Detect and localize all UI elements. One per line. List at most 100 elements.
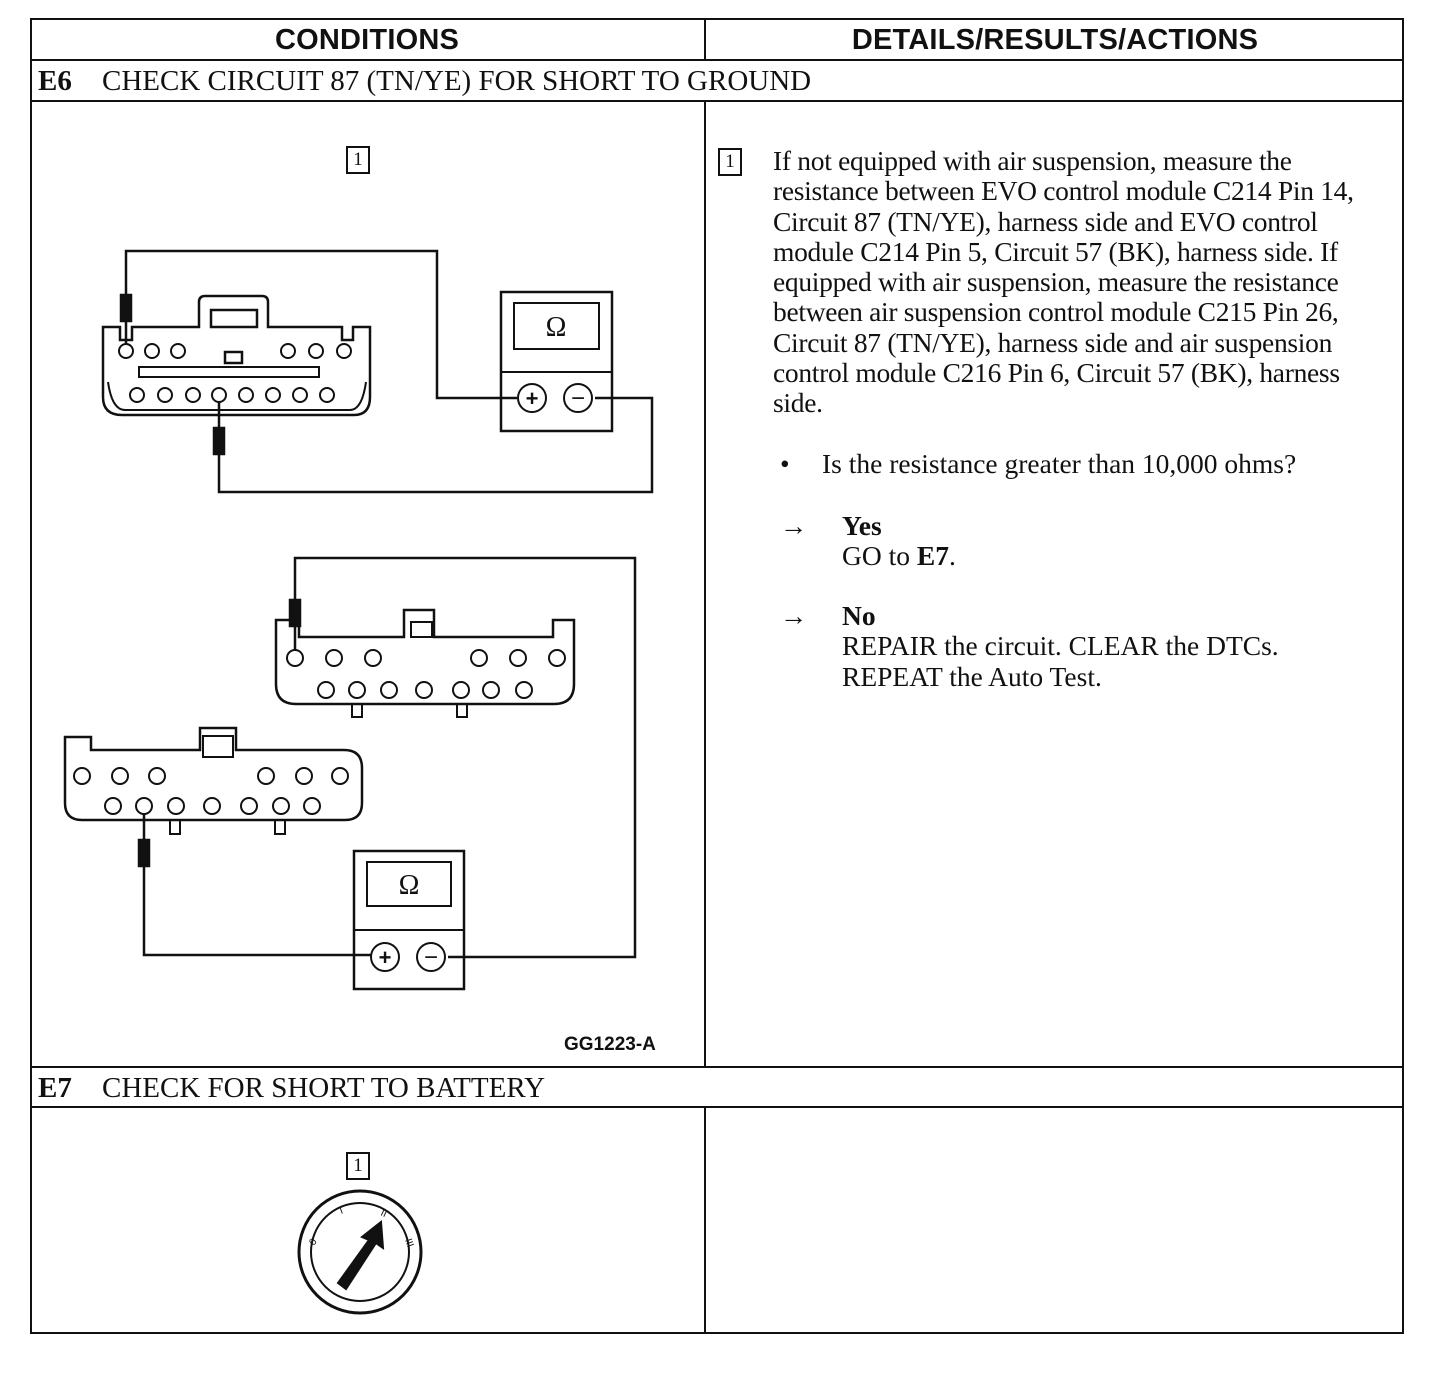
ignition-mark-start: III	[402, 1237, 415, 1249]
pin-row-top	[118, 343, 352, 359]
connector-foot	[351, 704, 468, 718]
e6-question: • Is the resistance greater than 10,000 o…	[780, 448, 1296, 480]
pin	[509, 649, 527, 667]
e6-result-yes: → Yes GO to E7.	[780, 510, 1180, 573]
e6-heading: E6 CHECK CIRCUIT 87 (TN/YE) FOR SHORT TO …	[38, 65, 811, 98]
header-divider	[30, 59, 1404, 61]
e7-step-title: CHECK FOR SHORT TO BATTERY	[102, 1072, 546, 1104]
probe-lead-negative	[142, 814, 371, 957]
pin	[280, 343, 296, 359]
pin	[325, 649, 343, 667]
pin	[348, 681, 366, 699]
pin	[317, 681, 335, 699]
pin	[104, 797, 122, 815]
pin	[129, 387, 145, 403]
minus-sign: −	[571, 385, 585, 412]
pin-row-top	[286, 649, 566, 667]
pin	[295, 767, 313, 785]
evo-connector-diagram: Ω + −	[101, 249, 654, 494]
details-header: DETAILS/RESULTS/ACTIONS	[851, 24, 1259, 56]
pin	[286, 649, 304, 667]
c215-connector	[274, 608, 576, 706]
pin	[336, 343, 352, 359]
pin	[238, 387, 254, 403]
yes-action-prefix: GO to	[842, 540, 917, 572]
e6-step-title: CHECK CIRCUIT 87 (TN/YE) FOR SHORT TO GR…	[102, 65, 812, 97]
minus-jack-icon	[416, 942, 446, 972]
pin	[240, 797, 258, 815]
e6-result-no: → No REPAIR the circuit. CLEAR the DTCs.…	[780, 600, 1380, 693]
pin	[303, 797, 321, 815]
conditions-header: CONDITIONS	[274, 24, 460, 56]
pin	[203, 797, 221, 815]
pin	[482, 681, 500, 699]
probe-tip	[137, 838, 151, 868]
pin	[415, 681, 433, 699]
arrow-right-icon: →	[780, 600, 808, 631]
connector-rib	[138, 366, 320, 378]
connector-lock-tab	[223, 350, 244, 365]
pin-row-bottom	[317, 681, 533, 699]
minus-sign: −	[424, 944, 438, 971]
arrow-right-icon: →	[780, 510, 808, 541]
pin	[211, 387, 227, 403]
air-suspension-connector-diagram: Ω + −	[63, 556, 637, 991]
connector-latch	[202, 735, 234, 758]
pin	[170, 343, 186, 359]
ignition-mark-run: II	[379, 1208, 389, 1220]
c216-connector	[63, 726, 364, 822]
plus-sign: +	[526, 386, 539, 411]
table-frame	[30, 18, 1404, 1334]
plus-jack-icon	[517, 383, 547, 413]
plus-jack-icon	[370, 942, 400, 972]
pin	[157, 387, 173, 403]
pin	[265, 387, 281, 403]
column-divider-e6	[704, 100, 706, 1067]
probe-lead-positive	[293, 556, 637, 959]
pin	[331, 767, 349, 785]
pin	[118, 343, 134, 359]
pin	[452, 681, 470, 699]
pin	[73, 767, 91, 785]
pin	[144, 343, 160, 359]
probe-tip	[288, 598, 302, 628]
ohm-symbol: Ω	[399, 870, 420, 901]
ignition-key	[336, 1220, 385, 1291]
no-action-line-1: REPAIR the circuit. CLEAR the DTCs.	[842, 630, 1279, 662]
yes-label: Yes	[842, 510, 882, 541]
e6-instruction-text: If not equipped with air suspension, mea…	[773, 145, 1354, 419]
pin	[272, 797, 290, 815]
pin	[548, 649, 566, 667]
bullet-icon: •	[780, 448, 790, 479]
ohm-symbol: Ω	[546, 312, 567, 343]
pin	[135, 797, 153, 815]
e7-heading: E7 CHECK FOR SHORT TO BATTERY	[38, 1072, 545, 1105]
e6-figure-step-box: 1	[346, 146, 370, 174]
pin-row-bottom	[129, 387, 335, 403]
connector-foot	[169, 820, 286, 835]
ohmmeter-display	[366, 861, 452, 907]
pin	[111, 767, 129, 785]
pin	[380, 681, 398, 699]
no-label: No	[842, 600, 876, 631]
e7-step-id: E7	[38, 1072, 72, 1104]
pin	[185, 387, 201, 403]
no-content: No REPAIR the circuit. CLEAR the DTCs. R…	[842, 600, 1279, 692]
ohmmeter	[352, 849, 466, 991]
c214-connector	[101, 294, 372, 417]
ignition-inner-ring	[310, 1202, 410, 1302]
e6-step-id: E6	[38, 65, 72, 97]
plus-sign: +	[379, 945, 392, 970]
column-divider-header	[704, 18, 706, 60]
no-action-line-2: REPEAT the Auto Test.	[842, 660, 1102, 692]
probe-lead-positive	[124, 249, 517, 400]
e6-title-divider	[30, 100, 1404, 102]
pin	[515, 681, 533, 699]
ignition-mark-off: 0	[307, 1236, 319, 1247]
pin	[148, 767, 166, 785]
e6-question-text: Is the resistance greater than 10,000 oh…	[822, 448, 1297, 479]
pin-row-bottom	[104, 797, 321, 815]
probe-lead-negative	[217, 396, 654, 494]
pin	[470, 649, 488, 667]
e7-figure-step-box: 1	[346, 1152, 370, 1180]
